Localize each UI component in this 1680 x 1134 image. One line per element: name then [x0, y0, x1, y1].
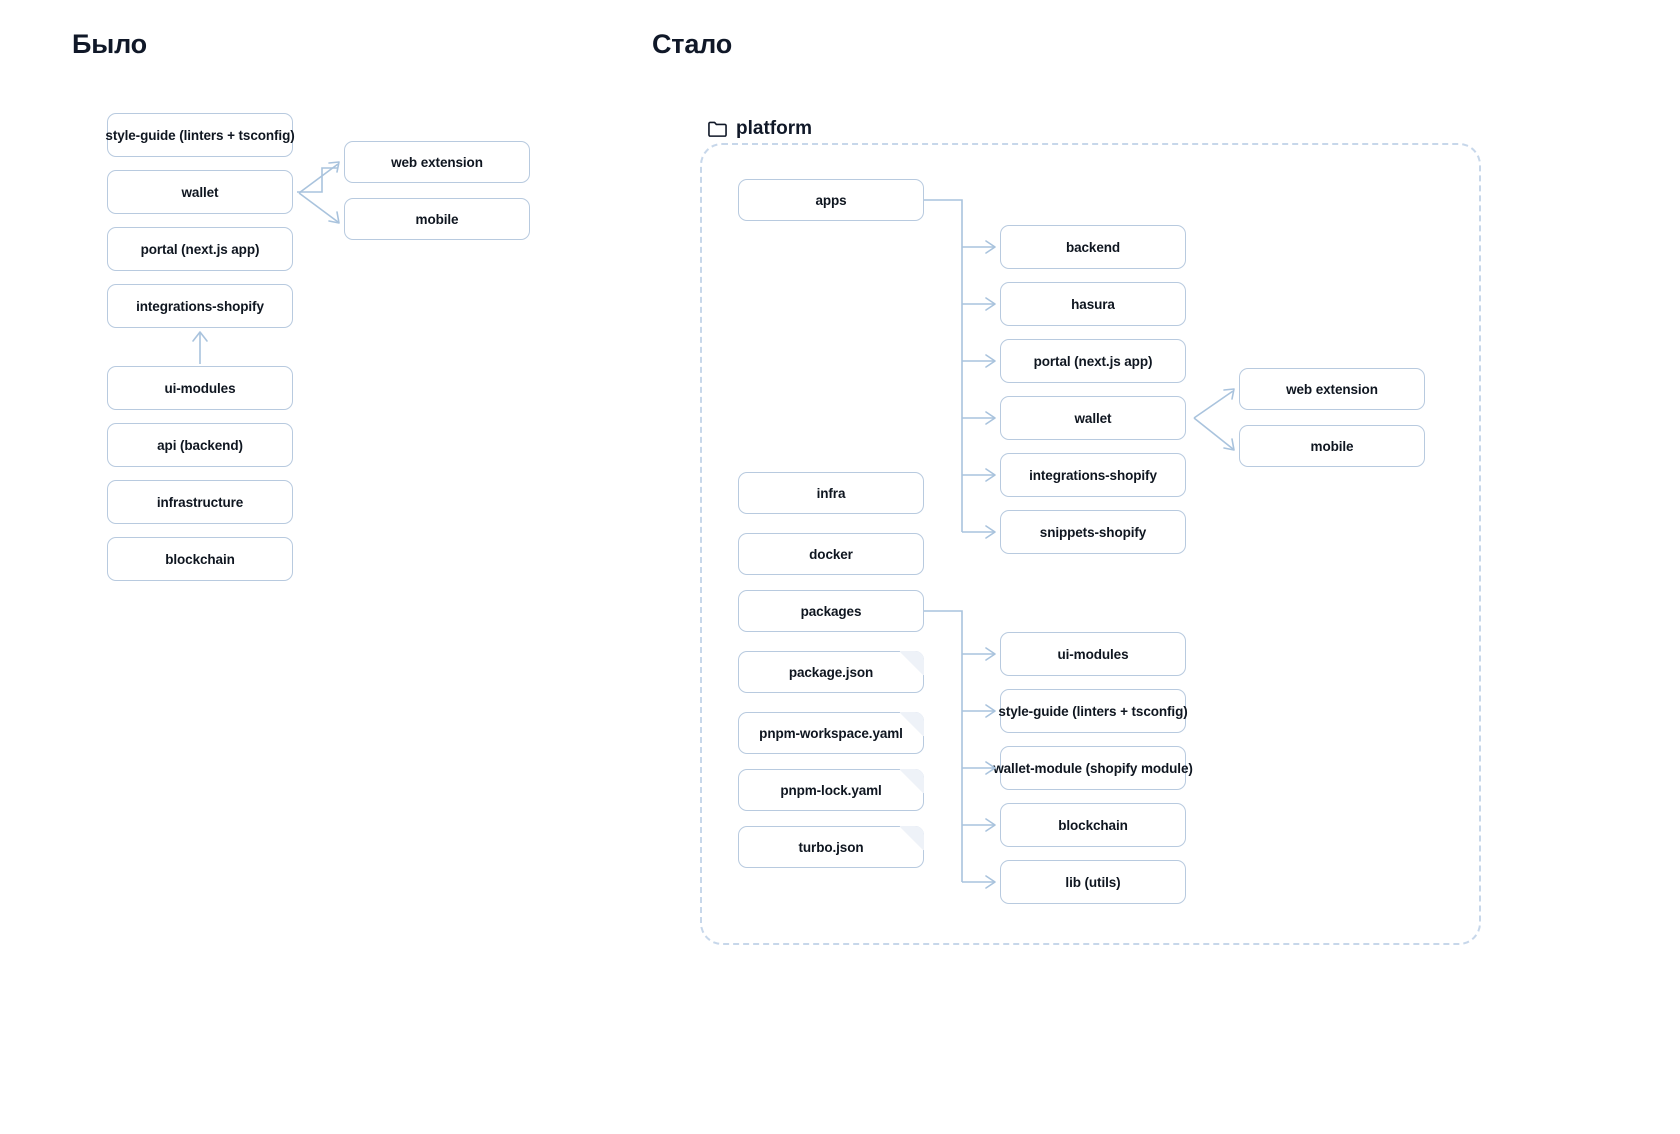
- node-turbo-json[interactable]: turbo.json: [738, 826, 924, 868]
- node-backend[interactable]: backend: [1000, 225, 1186, 269]
- platform-group-label: platform: [708, 118, 812, 140]
- node-style-guide[interactable]: style-guide (linters + tsconfig): [105, 113, 295, 157]
- node-web-extension[interactable]: web extension: [344, 141, 530, 183]
- node-pnpm-workspace-yaml-label: pnpm-workspace.yaml: [759, 725, 903, 741]
- link-wallet-to-web-extension: [297, 161, 340, 194]
- heading-before: Было: [72, 29, 147, 59]
- heading-after: Стало: [652, 29, 733, 59]
- node-portal-after[interactable]: portal (next.js app): [1000, 339, 1186, 383]
- node-blockchain-after[interactable]: blockchain: [1000, 803, 1186, 847]
- file-fold-icon: [899, 651, 924, 676]
- link-wallet-to-mobile: [298, 192, 340, 224]
- file-fold-icon: [899, 769, 924, 794]
- node-integrations-shopify-after[interactable]: integrations-shopify: [1000, 453, 1186, 497]
- node-mobile[interactable]: mobile: [344, 198, 530, 240]
- node-package-json[interactable]: package.json: [738, 651, 924, 693]
- node-ui-modules[interactable]: ui-modules: [107, 366, 293, 410]
- node-pnpm-lock-yaml[interactable]: pnpm-lock.yaml: [738, 769, 924, 811]
- platform-group-container: [700, 143, 1481, 945]
- node-infrastructure[interactable]: infrastructure: [107, 480, 293, 524]
- node-infra[interactable]: infra: [738, 472, 924, 514]
- node-turbo-json-label: turbo.json: [798, 839, 864, 855]
- node-integrations-shopify[interactable]: integrations-shopify: [107, 284, 293, 328]
- node-style-guide-after[interactable]: style-guide (linters + tsconfig): [998, 689, 1188, 733]
- node-wallet-module[interactable]: wallet-module (shopify module): [993, 746, 1193, 790]
- platform-group-label-text: platform: [736, 118, 812, 139]
- node-wallet[interactable]: wallet: [107, 170, 293, 214]
- node-web-extension-after[interactable]: web extension: [1239, 368, 1425, 410]
- node-mobile-after[interactable]: mobile: [1239, 425, 1425, 467]
- node-package-json-label: package.json: [788, 664, 874, 680]
- node-blockchain[interactable]: blockchain: [107, 537, 293, 581]
- node-packages[interactable]: packages: [738, 590, 924, 632]
- node-docker[interactable]: docker: [738, 533, 924, 575]
- folder-icon: [708, 121, 727, 137]
- node-hasura[interactable]: hasura: [1000, 282, 1186, 326]
- node-api-backend[interactable]: api (backend): [107, 423, 293, 467]
- node-snippets-shopify[interactable]: snippets-shopify: [1000, 510, 1186, 554]
- link-ui-modules-to-integrations: [192, 331, 208, 364]
- file-fold-icon: [899, 826, 924, 851]
- node-pnpm-workspace-yaml[interactable]: pnpm-workspace.yaml: [738, 712, 924, 754]
- node-portal[interactable]: portal (next.js app): [107, 227, 293, 271]
- node-lib-utils[interactable]: lib (utils): [1000, 860, 1186, 904]
- node-wallet-after[interactable]: wallet: [1000, 396, 1186, 440]
- node-apps[interactable]: apps: [738, 179, 924, 221]
- node-pnpm-lock-yaml-label: pnpm-lock.yaml: [780, 782, 882, 798]
- node-ui-modules-after[interactable]: ui-modules: [1000, 632, 1186, 676]
